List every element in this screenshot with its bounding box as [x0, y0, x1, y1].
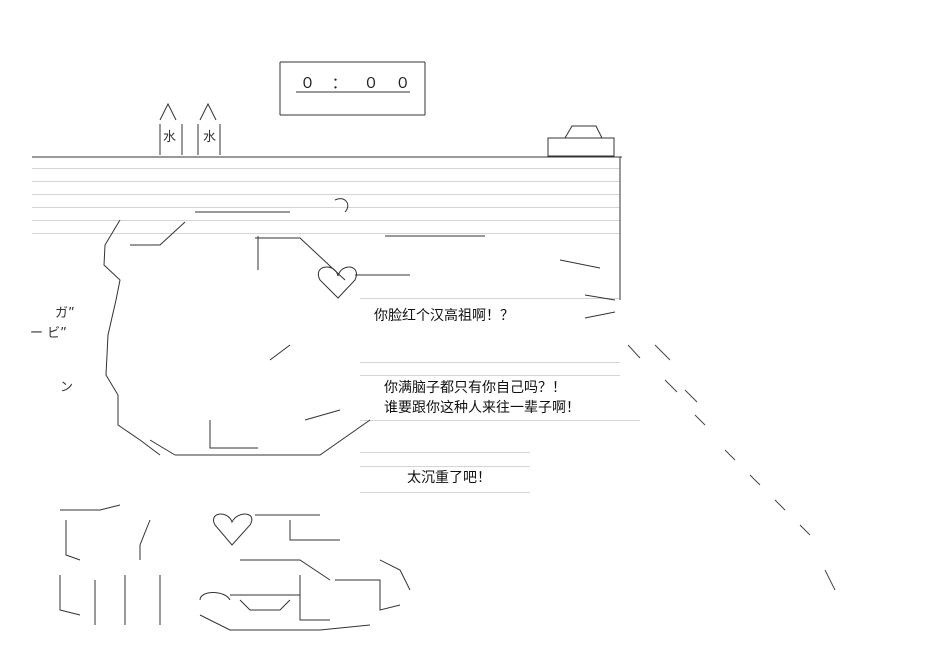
table-top [32, 125, 622, 300]
motion-lines [627, 344, 836, 591]
speech-line-4: 太沉重了吧！ [405, 467, 493, 487]
clock-box [279, 61, 426, 116]
speech-line-2: 你满脑子都只有你自己吗？！ [382, 377, 568, 397]
right-can-label: 水 [203, 130, 217, 145]
table-dots [32, 168, 640, 493]
sfx-bi: ー ビ” [30, 326, 67, 341]
character-figure [59, 198, 616, 631]
sfx-n: ン [60, 380, 74, 395]
sfx-ga: ガ” [55, 306, 75, 321]
left-can-label: 水 [163, 130, 177, 145]
water-cans [159, 102, 221, 155]
clock-display: ０ ： ０ ０ [300, 74, 417, 92]
speech-line-3: 谁要跟你这种人来往一辈子啊！ [382, 397, 582, 417]
speech-line-1: 你脸红个汉高祖啊！？ [372, 305, 516, 325]
